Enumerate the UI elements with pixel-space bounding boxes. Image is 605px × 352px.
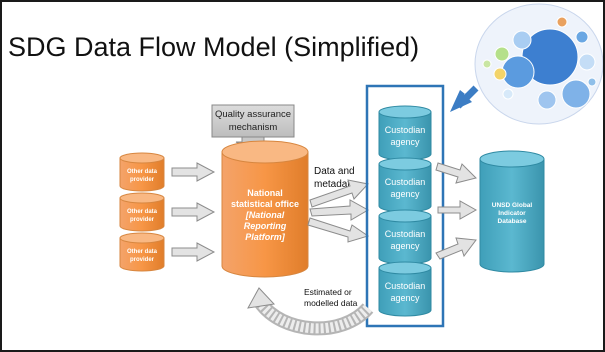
nso-line-4: Reporting: [244, 221, 287, 231]
custodian-4-line-2: agency: [390, 293, 420, 303]
provider-2-line-1: Other data: [127, 209, 158, 215]
provider-cylinder-1: Other data provider: [119, 152, 165, 192]
nso-line-5: Platform]: [245, 232, 286, 242]
custodian-cylinder-1: Custodian agency: [378, 105, 432, 161]
custodian-cylinder-4: Custodian agency: [378, 261, 432, 317]
custodian-2-line-2: agency: [390, 189, 420, 199]
provider-2-line-2: provider: [130, 217, 155, 223]
custodian-3-line-1: Custodian: [385, 229, 426, 239]
arrow-to-unsd-2: [437, 200, 478, 220]
arrow-provider-3: [171, 242, 216, 262]
custodian-to-unsd-arrows: [435, 162, 478, 260]
page-title: SDG Data Flow Model (Simplified): [8, 32, 420, 62]
arrow-provider-1: [171, 162, 216, 182]
custodian-2-line-1: Custodian: [385, 177, 426, 187]
provider-1-line-2: provider: [130, 177, 155, 183]
custodian-highlight-frame: [365, 84, 445, 328]
return-arrow-head: [247, 287, 276, 309]
unsd-database-cylinder: UNSD Global Indicator Database: [479, 150, 545, 273]
provider-cylinder-2: Other data provider: [119, 192, 165, 232]
custodian-cylinder-2: Custodian agency: [378, 157, 432, 213]
custodian-1-line-1: Custodian: [385, 125, 426, 135]
provider-1-line-1: Other data: [127, 169, 158, 175]
provider-cylinder-3: Other data provider: [119, 232, 165, 272]
unsd-line-1: UNSD Global: [492, 202, 533, 209]
provider-arrows: [171, 162, 216, 262]
arrow-to-custodian-3: [307, 217, 370, 243]
nso-line-2: statistical office: [231, 199, 299, 209]
custodian-1-line-2: agency: [390, 137, 420, 147]
unsd-line-3: Database: [498, 218, 527, 225]
arrow-to-unsd-3: [435, 237, 477, 260]
estimated-line-1: Estimated or: [304, 287, 352, 297]
provider-3-line-1: Other data: [127, 249, 158, 255]
arrow-to-unsd-1: [435, 162, 477, 184]
arrow-provider-2: [171, 202, 216, 222]
quality-line-2: mechanism: [229, 122, 278, 133]
arrow-to-custodian-2: [309, 199, 370, 221]
custodian-3-line-2: agency: [390, 241, 420, 251]
bubble-cluster-image: [474, 3, 603, 125]
custodian-4-line-1: Custodian: [385, 281, 426, 291]
flow-label-line-1: Data and: [314, 166, 355, 177]
quality-assurance-box: Quality assurance mechanism: [211, 104, 295, 151]
estimated-line-2: modelled data: [304, 298, 358, 308]
custodian-cylinder-3: Custodian agency: [378, 209, 432, 265]
nso-to-custodian-arrows: [307, 179, 370, 243]
arrow-to-custodian-1: [309, 179, 369, 208]
flow-label-line-2: metadata: [314, 179, 356, 190]
quality-line-1: Quality assurance: [215, 109, 291, 120]
nso-line-3: [National: [245, 210, 285, 220]
provider-3-line-2: provider: [130, 257, 155, 263]
national-statistical-office-cylinder: National statistical office [National Re…: [221, 140, 309, 278]
nso-line-1: National: [247, 188, 283, 198]
return-arrow: [247, 287, 374, 336]
pointer-arrow-icon: [450, 85, 479, 112]
unsd-line-2: Indicator: [498, 210, 526, 217]
